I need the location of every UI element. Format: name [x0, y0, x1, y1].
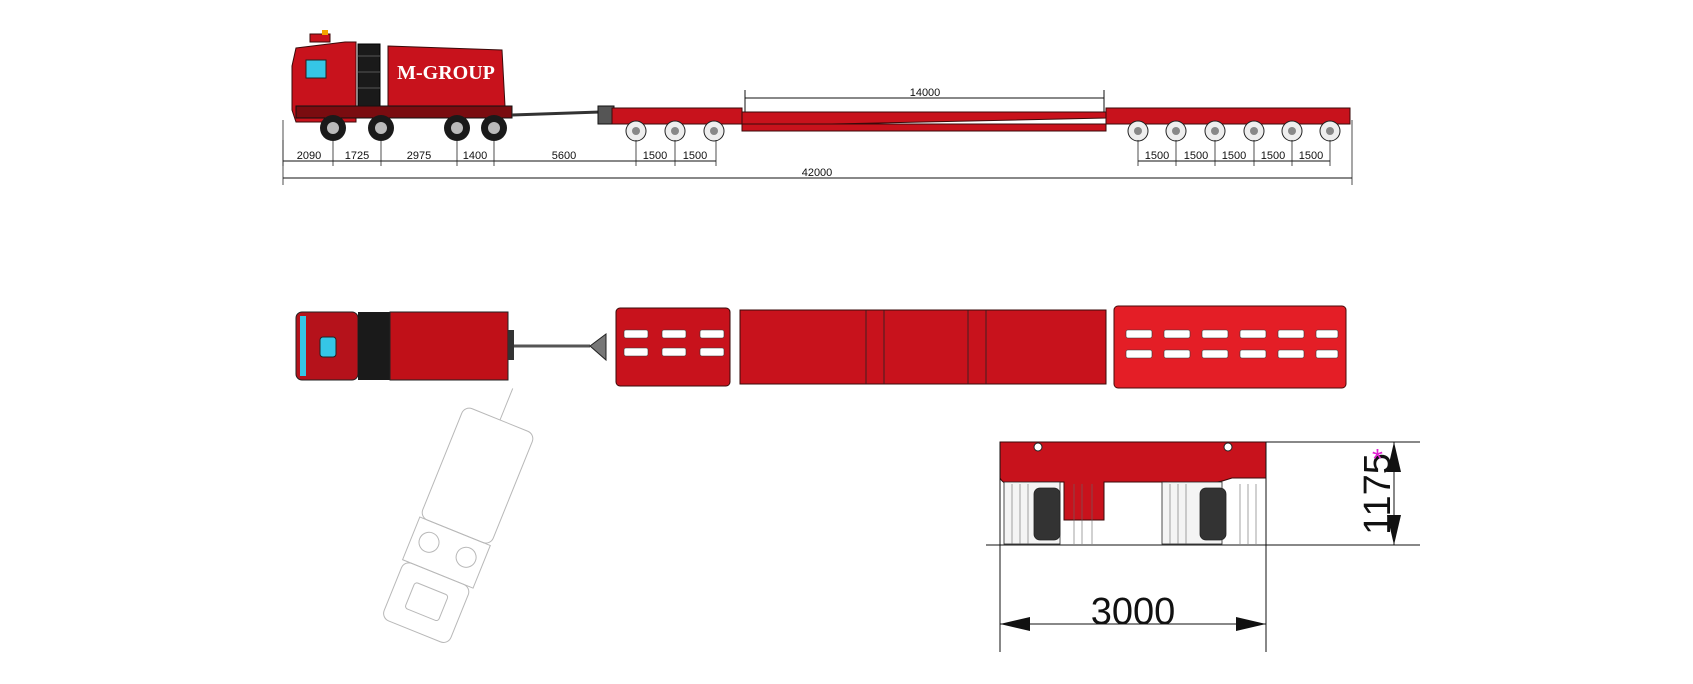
low-bed-top [739, 309, 1107, 385]
segment-label-6: 1500 [643, 150, 667, 162]
cab-window [305, 59, 327, 79]
rear-width-label: 3000 [1091, 591, 1176, 633]
rear-spacing-label-1: 1500 [1145, 150, 1169, 162]
front-module-top [615, 307, 731, 387]
rear-spacing-label-4: 1500 [1261, 150, 1285, 162]
rear-bogie-deck [1105, 107, 1351, 125]
top-view [295, 305, 1347, 643]
side-view: M-GROUP [282, 30, 1353, 185]
truck-side: M-GROUP [291, 30, 601, 141]
truck-top [295, 311, 590, 381]
overall-length-dimension: 42000 [282, 120, 1353, 185]
deck-length-dimension: 14000 [744, 87, 1105, 112]
segment-label-1: 2090 [297, 150, 321, 162]
rear-view: 3000 1175 * [986, 441, 1420, 652]
trailer-top [589, 305, 1347, 389]
segment-label-3: 2975 [407, 150, 431, 162]
overall-length-label: 42000 [802, 167, 833, 179]
rear-spacing-label-5: 1500 [1299, 150, 1323, 162]
drawbar [511, 110, 601, 117]
rear-wheels [1003, 481, 1227, 545]
segment-label-5: 5600 [552, 150, 576, 162]
trailer-wheels [625, 120, 1341, 142]
segment-label-4: 1400 [463, 150, 487, 162]
segment-dimensions: 2090 1725 2975 1400 5600 1500 1500 1500 … [282, 140, 1331, 166]
segment-label-2: 1725 [345, 150, 369, 162]
truck-wheels [320, 115, 507, 141]
low-bed-beam [741, 123, 1107, 132]
deck-length-label: 14000 [910, 87, 941, 99]
rear-width-dimension: 3000 [999, 442, 1267, 652]
rear-spacing-label-2: 1500 [1184, 150, 1208, 162]
segment-label-7: 1500 [683, 150, 707, 162]
rear-module-top [1113, 305, 1347, 389]
rear-spacing-label-3: 1500 [1222, 150, 1246, 162]
rear-height-dimension: 1175 * [986, 441, 1420, 546]
rear-height-label: 1175 [1357, 453, 1399, 535]
height-note-marker: * [1372, 443, 1383, 474]
trailer-side [597, 105, 1351, 142]
turning-truck-outline [383, 388, 534, 643]
truck-logo: M-GROUP [397, 62, 495, 84]
